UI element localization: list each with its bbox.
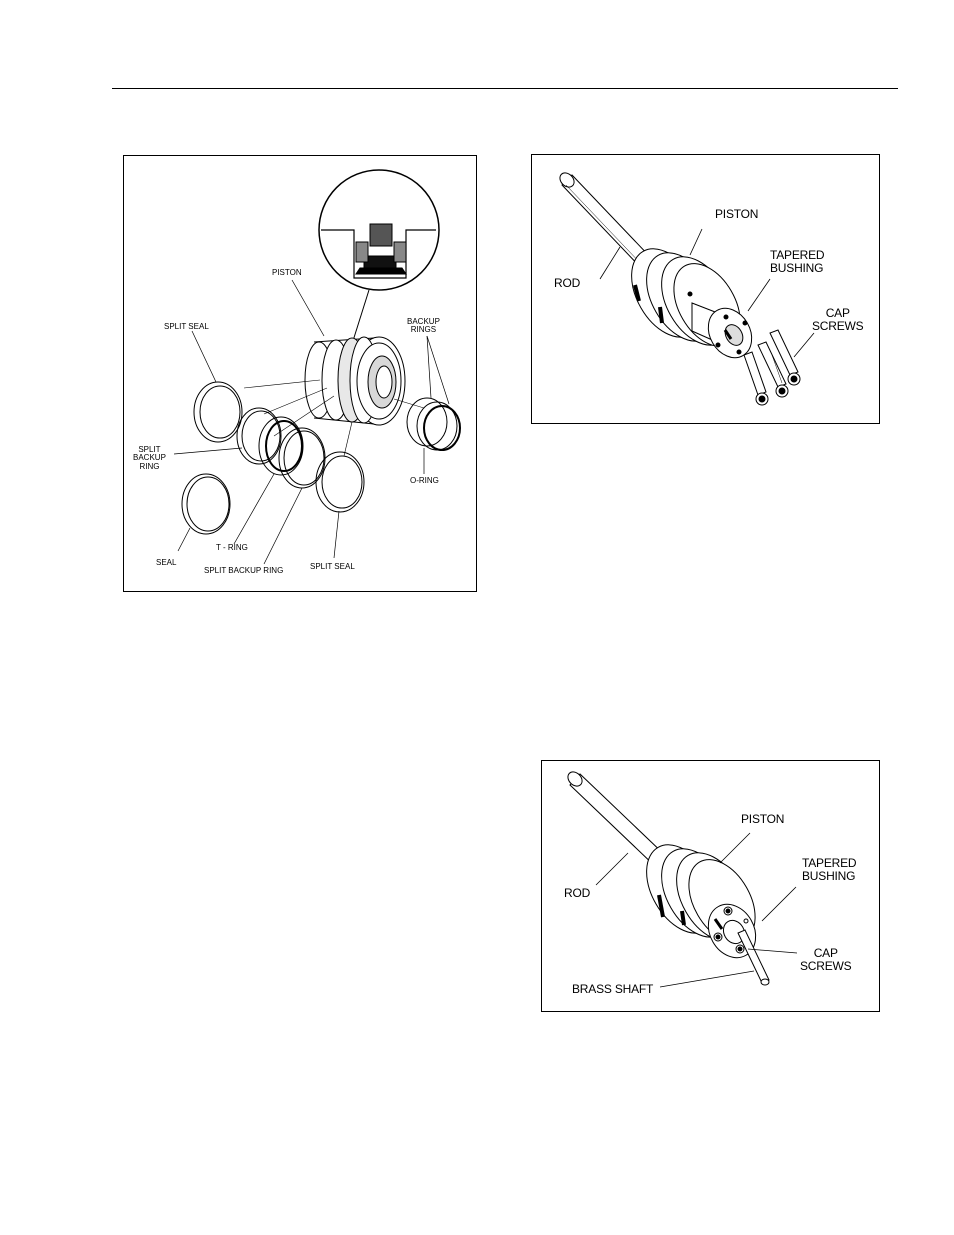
cap-screws — [744, 330, 800, 405]
label-seal: SEAL — [156, 559, 176, 567]
split-seal-bottom — [316, 452, 364, 512]
backup-rings-right — [407, 398, 460, 450]
label-piston: PISTON — [741, 813, 784, 826]
label-tapered-bushing: TAPERED BUSHING — [770, 249, 824, 274]
detail-seal — [370, 224, 392, 246]
figure-brass-shaft: ROD PISTON TAPERED BUSHING CAP SCREWS BR… — [541, 760, 880, 1012]
label-backup-rings: BACKUP RINGS — [407, 318, 440, 335]
seal-bottom-left — [182, 474, 230, 534]
figure-piston-rod-cap-screws: ROD PISTON TAPERED BUSHING CAP SCREWS — [531, 154, 880, 424]
header-rule — [112, 88, 898, 89]
label-split-backup-ring-left: SPLIT BACKUP RING — [133, 446, 166, 471]
label-piston: PISTON — [272, 269, 302, 277]
label-cap-screws-line2: SCREWS — [800, 960, 851, 973]
label-tapered-bushing-line2: BUSHING — [770, 262, 824, 275]
label-split-seal-bottom: SPLIT SEAL — [310, 563, 355, 571]
piston-seal-drawing — [124, 156, 476, 591]
split-seal-top — [194, 382, 242, 442]
detail-backup-left — [356, 242, 368, 262]
label-cap-screws: CAP SCREWS — [800, 947, 851, 972]
piston-rod-drawing — [532, 155, 879, 423]
label-tapered-bushing-line2: BUSHING — [802, 870, 856, 883]
label-tapered-bushing: TAPERED BUSHING — [802, 857, 856, 882]
piston-body — [305, 337, 405, 425]
label-split-backup-ring-bottom: SPLIT BACKUP RING — [204, 567, 283, 575]
label-cap-screws-line2: SCREWS — [812, 320, 863, 333]
label-piston: PISTON — [715, 208, 758, 221]
label-backup-rings-line2: RINGS — [407, 326, 440, 334]
label-brass-shaft: BRASS SHAFT — [572, 983, 653, 996]
label-split-backup-ring-left-line3: RING — [133, 463, 166, 471]
label-rod: ROD — [564, 887, 590, 900]
label-t-ring: T - RING — [216, 544, 248, 552]
label-rod: ROD — [554, 277, 580, 290]
detail-backup-right — [394, 242, 406, 262]
label-tapered-bushing-line1: TAPERED — [802, 857, 856, 870]
label-cap-screws-line1: CAP — [800, 947, 851, 960]
label-tapered-bushing-line1: TAPERED — [770, 249, 824, 262]
label-cap-screws: CAP SCREWS — [812, 307, 863, 332]
label-split-seal-top: SPLIT SEAL — [164, 323, 209, 331]
figure-piston-seal-exploded: PISTON SPLIT SEAL BACKUP RINGS SPLIT BAC… — [123, 155, 477, 592]
label-o-ring: O-RING — [410, 477, 439, 485]
label-cap-screws-line1: CAP — [812, 307, 863, 320]
brass-shaft-drawing — [542, 761, 879, 1011]
